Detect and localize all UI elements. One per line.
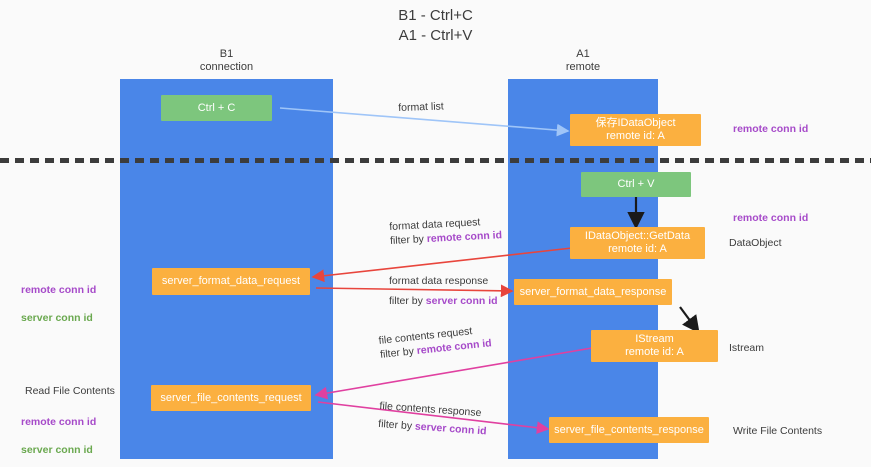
label-write-file-contents: Write File Contents [733, 425, 823, 437]
lane-header-b1: B1 connection [199, 48, 254, 73]
label-dataobject: DataObject [729, 237, 782, 249]
box-server-file-contents-response[interactable]: server_file_contents_response [549, 417, 709, 443]
filter-prefix: filter by [377, 417, 416, 433]
label-server-conn-id-left-1: server conn id [21, 312, 93, 324]
filter-prefix: filter by [389, 295, 426, 307]
arrowlabel-format-data-request: format data request filter by remote con… [389, 214, 502, 248]
filter-value-server-conn-id: server conn id [425, 295, 498, 307]
box-server-file-contents-request[interactable]: server_file_contents_request [151, 385, 311, 411]
label-remote-conn-id-left-1: remote conn id [21, 284, 97, 296]
arrowlabel-format-data-response-main: format data response [389, 275, 489, 287]
label-remote-conn-id-left-2: remote conn id [21, 416, 97, 428]
filter-value-server-conn-id: server conn id [414, 420, 487, 438]
arrowlabel-format-data-response: format data response filter by server co… [389, 274, 498, 308]
label-server-conn-id-left-2: server conn id [21, 444, 93, 456]
arrowlabel-format-data-response-filter: filter by server conn id [389, 294, 498, 308]
page-title: B1 - Ctrl+C A1 - Ctrl+V [398, 7, 473, 44]
arrowlabel-format-list-text: format list [398, 100, 444, 114]
box-server-format-data-request[interactable]: server_format_data_request [152, 268, 310, 295]
arrowlabel-file-contents-response-filter: filter by server conn id [378, 417, 487, 439]
filter-value-remote-conn-id: remote conn id [426, 229, 503, 246]
label-istream: Istream [729, 342, 765, 354]
box-ctrl-c[interactable]: Ctrl + C [161, 95, 272, 121]
label-remote-conn-id-top: remote conn id [733, 123, 809, 135]
arrowlabel-file-contents-request: file contents request filter by remote c… [378, 322, 492, 362]
filter-prefix: filter by [379, 345, 418, 361]
label-remote-conn-id-mid: remote conn id [733, 212, 809, 224]
box-idataobject-remote[interactable]: 保存IDataObject remote id: A [570, 114, 701, 146]
label-conn-ids-format: remote conn id server conn id [21, 269, 96, 325]
filter-prefix: filter by [389, 233, 428, 247]
label-read-file-contents: Read File Contents [25, 385, 115, 397]
box-istream-remote[interactable]: IStream remote id: A [591, 330, 718, 362]
box-server-format-data-response[interactable]: server_format_data_response [514, 279, 672, 305]
arrowlabel-file-contents-response: file contents response filter by server … [378, 399, 489, 438]
label-conn-ids-file: remote conn id server conn id [21, 401, 96, 457]
box-ctrl-v[interactable]: Ctrl + V [581, 172, 691, 197]
section-divider [0, 158, 871, 163]
arrowlabel-format-list: format list [398, 99, 444, 115]
lane-header-a1: A1 remote [565, 48, 601, 73]
box-idataobject-getdata[interactable]: IDataObject::GetData remote id: A [570, 227, 705, 259]
